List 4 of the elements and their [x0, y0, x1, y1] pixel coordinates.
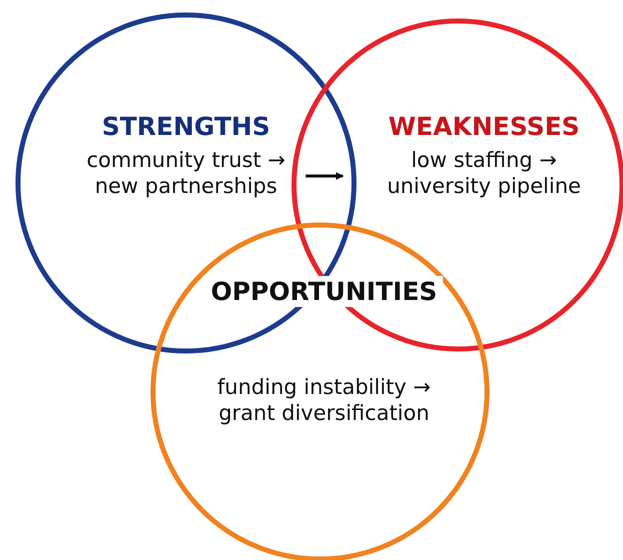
body-text: community trust → new partnerships: [86, 147, 286, 200]
arrow: [306, 172, 344, 180]
body-text: low staffing → university pipeline: [386, 147, 582, 200]
body-text: funding instability → grant diversification: [216, 374, 432, 426]
